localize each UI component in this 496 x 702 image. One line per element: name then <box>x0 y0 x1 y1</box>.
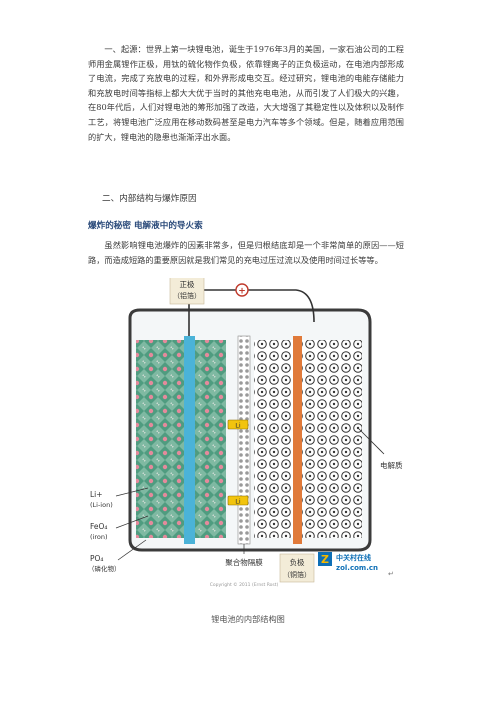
label-feo: FeO₄ <box>90 522 107 531</box>
negative-plate <box>293 336 302 544</box>
label-positive: 正极 <box>180 279 195 289</box>
zol-watermark: Z 中关村在线 zol.com.cn <box>318 552 378 572</box>
positive-plate <box>184 336 195 544</box>
label-positive-sub: （铝箔） <box>173 291 201 300</box>
label-li-sub: (Li-ion) <box>90 501 113 509</box>
plus-symbol: + <box>238 287 246 297</box>
watermark-brand: 中关村在线 <box>336 553 371 562</box>
positive-terminal-icon <box>235 283 249 297</box>
subheading: 爆炸的秘密 电解液中的导火索 <box>88 221 203 231</box>
li-arrow-top: Li <box>227 419 249 430</box>
label-li: Li+ <box>90 490 103 499</box>
copyright-text: Copyright © 2011 (Ernst Rost) <box>210 581 279 588</box>
watermark-url: zol.com.cn <box>336 564 378 572</box>
li-arrow-label: Li <box>235 422 241 430</box>
label-feo-sub: (iron) <box>90 533 108 541</box>
label-box-negative <box>279 553 315 583</box>
label-electrolyte: 电解质 <box>380 460 403 470</box>
label-negative: 负极 <box>290 557 305 567</box>
section-heading: 二、内部结构与爆炸原因 <box>102 194 197 204</box>
negative-wire <box>248 289 315 323</box>
paragraph-short-circuit: 虽然影响锂电池爆炸的因素非常多，但是归根结底却是一个非常简单的原因——短路，而造… <box>88 240 404 265</box>
svg-text:Z: Z <box>321 553 329 566</box>
return-mark: ↵ <box>388 570 394 578</box>
figure-caption: 锂电池的内部结构图 <box>211 614 285 624</box>
label-po-sub: （磷化物） <box>88 564 121 573</box>
label-separator: 聚合物隔膜 <box>225 557 263 567</box>
anode-hex-region <box>254 340 362 538</box>
separator <box>237 335 251 545</box>
label-po: PO₄ <box>90 554 103 563</box>
cathode-crystal-region <box>136 340 226 538</box>
li-arrow-bottom: Li <box>227 495 249 506</box>
paragraph-origin: 一、起源：世界上第一块锂电池，诞生于1976年3月的美国，一家石油公司的工程师用… <box>88 44 404 142</box>
label-negative-sub: （铜箔） <box>283 570 311 579</box>
battery-diagram: + Li Li 正极 （铝箔） 电解质 Li+ (Li-ion) FeO₄ <box>88 275 403 588</box>
battery-structure-figure: + Li Li 正极 （铝箔） 电解质 Li+ (Li-ion) FeO₄ <box>88 275 406 598</box>
li-arrow-label: Li <box>235 498 241 506</box>
